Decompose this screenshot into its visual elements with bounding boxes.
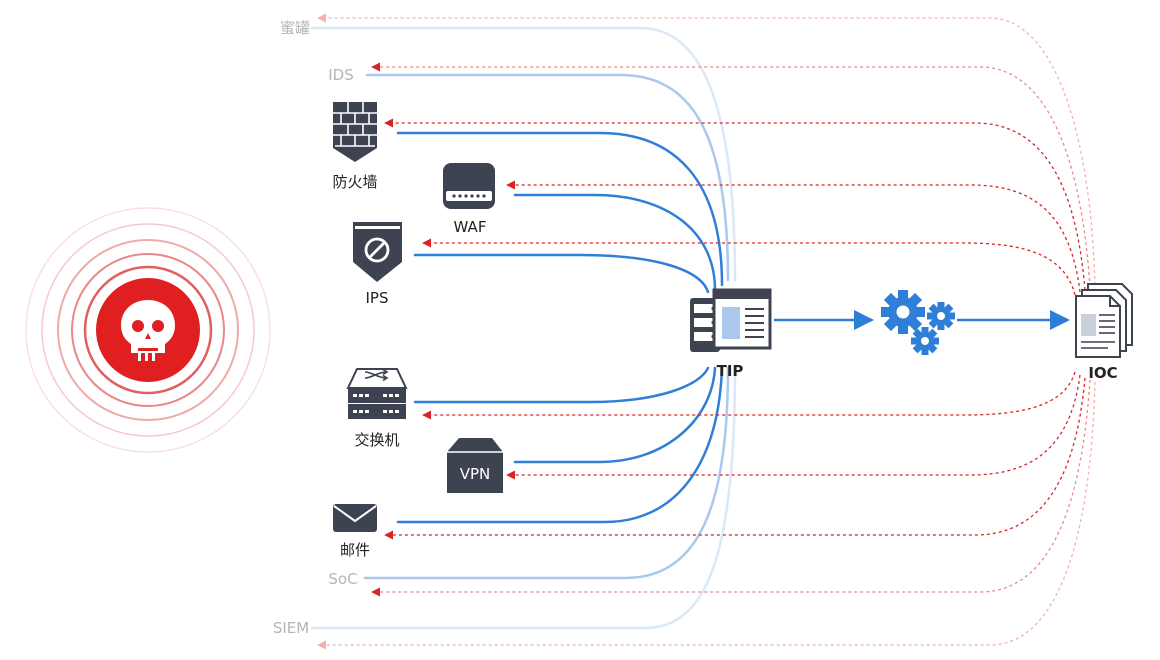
ioc-return-lines [317, 13, 1096, 650]
ioc-line-siem [317, 381, 1096, 650]
threat-ring [71, 253, 225, 407]
firewall-icon [333, 102, 377, 162]
ioc-line-waf [506, 180, 1081, 293]
mail-icon [333, 504, 377, 532]
feed-line-ids [365, 73, 730, 282]
threat-ring [57, 239, 239, 421]
ioc-line-switch [422, 371, 1076, 420]
vpn-box-icon [447, 438, 503, 493]
label-ids: IDS [328, 66, 354, 84]
threat-source [25, 207, 271, 453]
threat-ring [83, 265, 213, 395]
gears-icon [881, 290, 955, 355]
threat-ring [41, 223, 255, 437]
label-mail: 邮件 [340, 541, 370, 559]
ioc-line-honeypot [317, 13, 1096, 286]
feed-line-firewall [396, 131, 724, 287]
feed-line-waf [513, 193, 717, 292]
ips-shield-icon [353, 222, 402, 282]
threat-ring [25, 207, 271, 453]
label-soc: SoC [328, 570, 357, 588]
label-ips: IPS [366, 289, 389, 307]
feed-line-ips [413, 253, 710, 294]
feed-line-soc [363, 366, 730, 580]
ioc-line-mail [384, 377, 1086, 540]
ioc-line-soc [371, 379, 1091, 597]
feed-lines [310, 26, 737, 630]
ioc-line-ips [422, 238, 1076, 296]
tip-server-icon [690, 288, 772, 352]
label-tip: TIP [717, 362, 744, 380]
label-ioc: IOC [1088, 364, 1117, 382]
waf-router-icon [443, 163, 495, 209]
ioc-line-ids [371, 62, 1091, 288]
label-waf: WAF [454, 218, 487, 236]
ioc-line-vpn [506, 374, 1081, 480]
ioc-line-firewall [384, 118, 1086, 291]
feed-line-siem [310, 366, 737, 630]
label-vpn: VPN [460, 465, 491, 483]
label-switch: 交换机 [354, 431, 399, 449]
feed-line-switch [413, 366, 710, 404]
feed-line-honeypot [310, 26, 737, 282]
label-honeypot: 蜜罐 [280, 19, 310, 37]
switch-icon [346, 368, 408, 419]
skull-icon [121, 300, 175, 361]
feed-line-mail [396, 366, 724, 524]
feed-line-vpn [513, 366, 717, 464]
ioc-documents-icon [1075, 283, 1133, 358]
label-siem: SIEM [273, 619, 309, 637]
label-firewall: 防火墙 [332, 173, 377, 191]
